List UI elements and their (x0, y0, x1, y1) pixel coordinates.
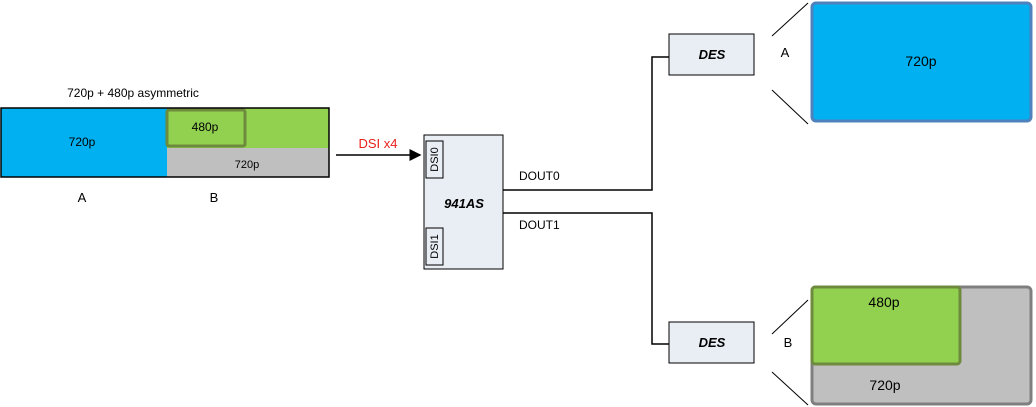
dsi1-port (425, 227, 444, 266)
display-a (810, 1, 1033, 123)
deserializer-a-box (668, 33, 755, 76)
dsi-link-label: DSI x4 (358, 136, 397, 151)
deserializer-b-label: DES (699, 335, 726, 350)
source-frame-title: 720p + 480p asymmetric (67, 86, 199, 100)
source-frame-border (0, 107, 330, 178)
display-b-480p-window (810, 285, 962, 366)
serializer-name: 941AS (444, 196, 484, 211)
source-caption-a: A (78, 190, 87, 205)
deserializer-a-label: DES (699, 47, 726, 62)
dout1-line (503, 212, 669, 345)
source-frame: 720p 480p 720p (0, 107, 330, 178)
dout0-label: DOUT0 (519, 169, 560, 183)
display-a-label: 720p (905, 53, 936, 69)
source-region-a (1, 108, 167, 177)
source-480p-window (165, 108, 247, 148)
display-a-zoom-line-top (771, 2, 809, 37)
dout0-line (503, 56, 669, 191)
display-a-caption: A (781, 45, 790, 60)
display-b-zoom-line-top (771, 299, 809, 335)
serializer-941as: DSI0 DSI1 941AS (423, 134, 504, 270)
dout1-label: DOUT1 (519, 218, 560, 232)
display-b-zoom-line-bottom (771, 371, 809, 406)
dsi0-label: DSI0 (429, 147, 441, 171)
dsi1-label: DSI1 (429, 234, 441, 258)
source-720p-b-label: 720p (235, 159, 259, 171)
display-b-480p-label: 480p (868, 294, 899, 310)
display-a-zoom-line-bottom (771, 89, 809, 125)
deserializer-b-box (668, 321, 755, 364)
source-region-a-label: 720p (69, 135, 96, 149)
source-region-b-bottom (167, 148, 329, 177)
source-caption-b: B (210, 190, 219, 205)
display-b-caption: B (784, 335, 793, 350)
dsi0-port (425, 140, 444, 179)
source-480p-label: 480p (192, 120, 219, 134)
display-b-720p-label: 720p (869, 377, 900, 393)
